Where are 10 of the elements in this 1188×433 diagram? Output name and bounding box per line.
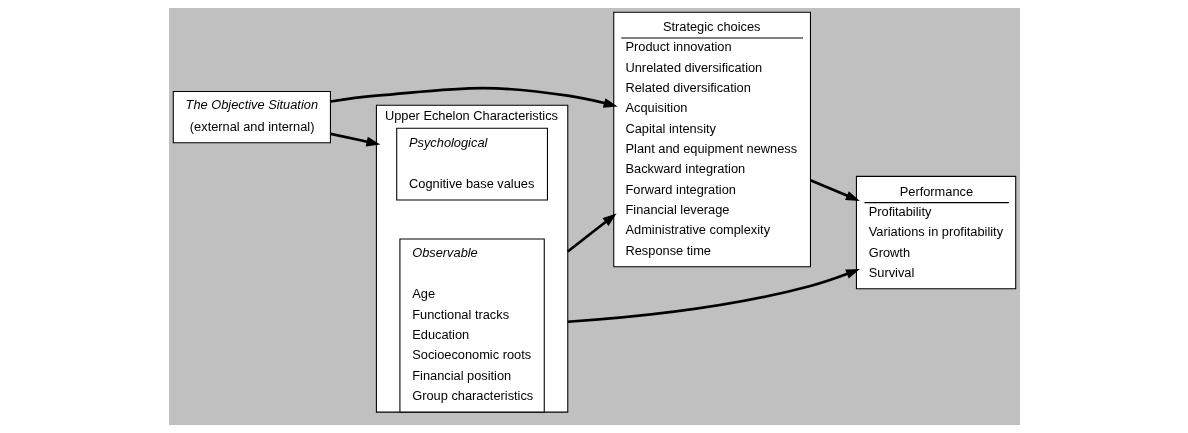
node-box: Observable Age Functional tracks Education Socioeconomic roots Financial position Group characteristics (398, 238, 545, 413)
arrow (567, 268, 860, 324)
arrow (809, 179, 860, 201)
node-box: The Objective Situation (external and internal) (172, 90, 331, 144)
node-box: Performance Profitability Variations in profitability Growth Survival (855, 175, 1016, 290)
node-box: Psychological Cognitive base values (395, 127, 548, 201)
arrow (329, 132, 380, 147)
node-box: Strategic choices Product innovation Unrelated diversification Related diversification Acquisition Capital intensity Plant and equipment newness Backward integration Forward integration Financial leverage Administrative complexity Response time (612, 11, 811, 268)
arrow (566, 213, 616, 253)
arrow (330, 86, 618, 108)
